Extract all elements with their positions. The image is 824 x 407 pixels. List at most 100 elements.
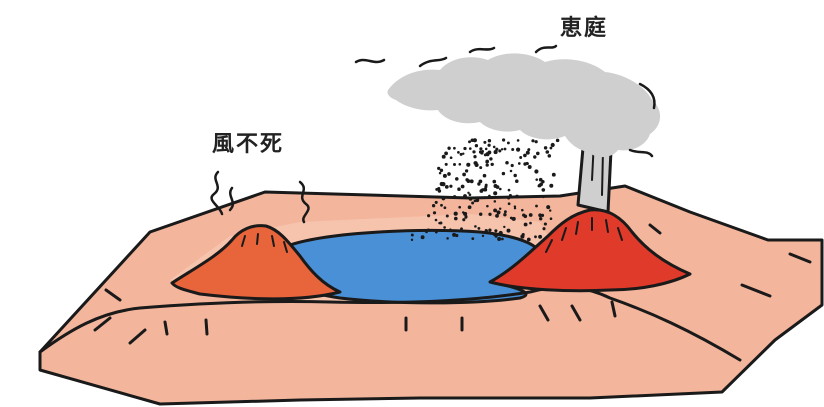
ash-dot (486, 205, 489, 208)
ash-dot (487, 144, 490, 147)
ash-dot (507, 229, 511, 233)
ash-dot (504, 148, 507, 151)
ash-dot (529, 213, 533, 217)
ash-dot (499, 188, 502, 191)
ash-dot (444, 206, 447, 209)
ash-dot (514, 205, 516, 207)
ash-dot (536, 152, 540, 156)
ash-dot (512, 217, 516, 221)
ash-dot (498, 149, 501, 152)
ash-dot (425, 231, 428, 234)
ash-dot (446, 214, 449, 217)
ash-dot (453, 147, 456, 150)
ash-dot (454, 217, 458, 221)
ash-dot (534, 235, 537, 238)
ash-dot (549, 184, 553, 188)
ash-dot (486, 163, 489, 166)
ash-dot (493, 191, 497, 195)
ash-dot (550, 217, 553, 220)
ash-dot (485, 161, 487, 163)
ash-dot (535, 140, 538, 143)
ash-dot (507, 141, 510, 144)
ash-dot (462, 173, 466, 177)
ash-dot (475, 163, 479, 167)
ash-dot (513, 174, 516, 177)
ash-dot (523, 214, 527, 218)
ash-dot (529, 222, 532, 225)
ash-dot (445, 185, 449, 189)
ash-dot (471, 237, 474, 240)
ash-dot (546, 150, 550, 154)
ash-dot (443, 174, 447, 178)
ash-dot (484, 153, 487, 156)
ash-dot (538, 235, 542, 239)
ash-dot (437, 167, 440, 170)
ash-dot (468, 205, 472, 209)
ash-dot (507, 196, 510, 199)
ash-dot (467, 192, 469, 194)
ash-dot (411, 234, 414, 237)
ash-dot (411, 239, 413, 241)
ash-dot (488, 195, 491, 198)
ash-dot (484, 188, 487, 191)
ash-dot (454, 212, 458, 216)
ash-dot (453, 163, 456, 166)
ash-dot (440, 169, 443, 172)
ash-dot (458, 206, 461, 209)
ash-dot (444, 152, 448, 156)
ash-dot (501, 238, 504, 241)
ash-dot (552, 173, 556, 177)
ash-dot (452, 233, 456, 237)
ash-dot (535, 205, 538, 208)
ash-dot (461, 185, 465, 189)
ash-dot (521, 209, 524, 212)
ash-dot (546, 205, 550, 209)
ash-dot (446, 237, 449, 240)
ash-dot (542, 227, 545, 230)
ash-dot (439, 172, 442, 175)
ash-dot (473, 155, 476, 158)
ash-dot (479, 213, 482, 216)
ash-dot (508, 202, 511, 205)
ash-dot (475, 144, 478, 147)
ash-dot (495, 148, 498, 151)
ash-dot (505, 161, 509, 165)
ash-dot (499, 207, 501, 209)
ash-dot (458, 163, 461, 166)
ash-dot (511, 148, 514, 151)
ash-dot (493, 146, 496, 149)
ash-dot (551, 143, 555, 147)
ash-dot (503, 226, 505, 228)
ash-dot (439, 221, 442, 224)
ash-dot (440, 204, 443, 207)
fuppushi-label: 風不死 (212, 126, 284, 158)
ash-dot (449, 228, 451, 230)
ash-dot (515, 179, 519, 183)
ash-dot (447, 172, 451, 176)
ash-dot (470, 179, 474, 183)
ash-dot (496, 185, 500, 189)
ash-dot (474, 225, 477, 228)
ash-dot (483, 174, 487, 178)
ash-dot (472, 150, 475, 153)
ash-dot (447, 147, 450, 150)
ash-dot (544, 222, 547, 225)
ash-dot (438, 187, 441, 190)
ash-dot (494, 200, 497, 203)
ash-dot (455, 177, 459, 181)
ash-dot (433, 211, 436, 214)
ash-dot (539, 178, 543, 182)
ash-dot (511, 164, 514, 167)
ash-dot (515, 195, 519, 199)
ash-dot (457, 187, 461, 191)
ash-dot (538, 213, 542, 217)
ash-dot (520, 235, 524, 239)
ash-dot (541, 188, 545, 192)
ash-dot (435, 219, 438, 222)
ash-dot (478, 179, 482, 183)
ash-dot (510, 170, 513, 173)
ash-dot (503, 213, 506, 216)
ash-dot (479, 166, 482, 169)
ash-dot (479, 147, 482, 150)
ash-dot (485, 148, 488, 151)
